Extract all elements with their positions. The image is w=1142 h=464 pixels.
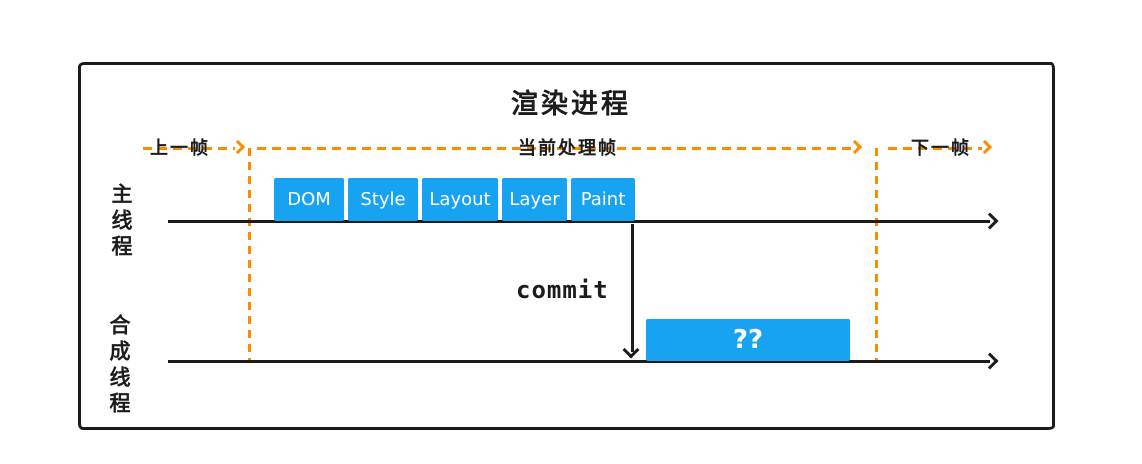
stage-box-style: Style xyxy=(348,178,418,221)
compositor-thread-timeline xyxy=(168,360,990,363)
stage-box-layer: Layer xyxy=(502,178,567,221)
stage-box-dom: DOM xyxy=(274,178,344,221)
stage-box-layout: Layout xyxy=(422,178,498,221)
stage-box-paint: Paint xyxy=(571,178,635,221)
main-thread-label: 主线程 xyxy=(109,183,133,261)
commit-label: commit xyxy=(516,276,609,304)
main-thread-timeline xyxy=(168,220,990,223)
previous-frame-label: 上一帧 xyxy=(150,138,210,159)
compositor-task-box: ?? xyxy=(646,319,850,361)
compositor-thread-label: 合成线程 xyxy=(107,314,131,418)
commit-arrow-line xyxy=(631,224,634,352)
next-frame-dashed-line xyxy=(888,147,982,150)
diagram-border xyxy=(78,62,1055,430)
current-frame-label: 当前处理帧 xyxy=(518,138,618,159)
next-frame-label: 下一帧 xyxy=(911,138,971,159)
previous-frame-dashed-line xyxy=(143,147,235,150)
current-frame-dashed-line xyxy=(257,147,852,150)
frame-boundary-line-left xyxy=(248,148,251,362)
frame-boundary-line-right xyxy=(875,148,878,362)
diagram-title: 渲染进程 xyxy=(511,89,631,120)
